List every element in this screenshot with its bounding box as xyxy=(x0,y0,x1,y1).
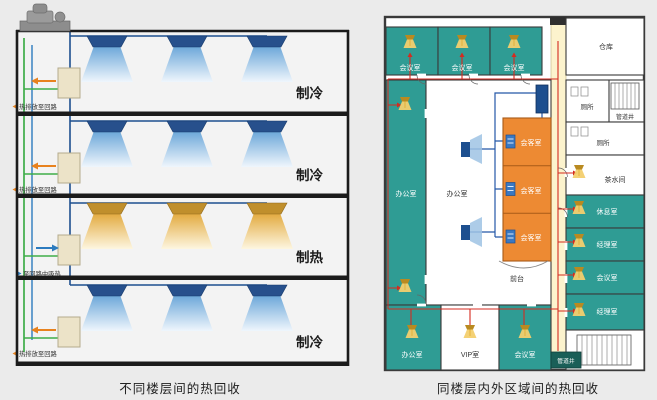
toilet-stall-icons xyxy=(570,86,589,137)
right-diagram-caption: 同楼层内外区域间的热回收 xyxy=(436,382,599,396)
room-labels: 会议室 会议室 会议室 仓库 管道井 厕所 厕所 茶水间 休息室 经理室 会议室… xyxy=(396,42,635,365)
room-label: 办公室 xyxy=(396,189,417,198)
loop-label: 热排放至回路 xyxy=(19,102,57,111)
staircase-icon xyxy=(576,334,632,366)
floor-mode-label: 制热 xyxy=(296,249,323,265)
ceiling-cassette-icon xyxy=(461,217,482,247)
inner-zone-reception xyxy=(502,117,552,262)
outdoor-unit-icon xyxy=(19,3,71,32)
room-label: 茶水间 xyxy=(605,175,626,184)
room-label: 经理室 xyxy=(597,307,618,316)
heat-absorb-arrow-icon xyxy=(52,244,59,252)
heat-exchange-unit xyxy=(57,67,81,99)
zone-heat-recovery-floorplan: 会议室 会议室 会议室 仓库 管道井 厕所 厕所 茶水间 休息室 经理室 会议室… xyxy=(383,15,646,372)
interfloor-heat-recovery-diagram: 热排放至回路 制冷 热排放至回路 制冷 xyxy=(12,3,350,366)
room-label: 厕所 xyxy=(597,138,611,147)
room-label: 仓库 xyxy=(599,42,613,51)
indoor-unit-icon xyxy=(505,229,516,244)
room-warehouse xyxy=(565,17,645,76)
heat-reject-arrow-icon xyxy=(31,162,38,170)
heat-exchange-unit xyxy=(57,234,81,266)
floor-mode-label: 制冷 xyxy=(296,167,323,183)
indoor-unit-icon xyxy=(505,134,516,149)
room-label: 会议室 xyxy=(400,63,421,72)
room-label: VIP室 xyxy=(461,350,479,359)
room-label: 会客室 xyxy=(521,186,542,195)
room-label: 办公室 xyxy=(402,350,423,359)
heat-exchange-unit xyxy=(57,316,81,348)
room-label: 会议室 xyxy=(515,350,536,359)
room-label: 会议室 xyxy=(452,63,473,72)
shaft-block xyxy=(550,17,567,25)
room-label: 前台 xyxy=(510,274,524,283)
floor-mode-label: 制冷 xyxy=(296,85,323,101)
left-diagram-caption: 不同楼层间的热回收 xyxy=(119,382,241,396)
room-label: 管道井 xyxy=(616,113,634,121)
heat-reject-arrow-icon xyxy=(31,326,38,334)
room-label: 厕所 xyxy=(581,102,595,111)
loop-label: 至回路中吸热 xyxy=(23,269,61,278)
room-label: 休息室 xyxy=(597,207,618,216)
indoor-unit-icon xyxy=(505,182,516,196)
ceiling-cassette-icon xyxy=(461,134,482,164)
heat-reject-arrow-icon xyxy=(31,77,38,85)
front-desk-counter xyxy=(498,260,549,269)
door-swing-arcs xyxy=(416,74,568,305)
room-label: 会客室 xyxy=(521,233,542,242)
floor-3: 至回路中吸热 制热 xyxy=(17,202,323,278)
room-label: 会客室 xyxy=(521,138,542,147)
floor-4: 热排放至回路 制冷 xyxy=(12,284,323,358)
floor-2: 热排放至回路 制冷 xyxy=(12,120,323,194)
room-toilet-2 xyxy=(565,121,645,156)
room-label: 会议室 xyxy=(597,273,618,282)
room-label: 会议室 xyxy=(504,63,525,72)
loop-label: 热排放至回路 xyxy=(19,349,57,358)
water-loop-pipe-red xyxy=(387,41,573,351)
loop-label: 热排放至回路 xyxy=(19,185,57,194)
room-label: 经理室 xyxy=(597,240,618,249)
building-structure xyxy=(15,29,350,366)
room-label: 管道井 xyxy=(557,357,575,365)
floor-mode-label: 制冷 xyxy=(296,334,323,350)
heat-exchange-unit xyxy=(57,152,81,184)
room-label: 办公室 xyxy=(447,189,468,198)
heat-recovery-unit-icon xyxy=(535,84,549,114)
room-pipe-shaft-bottom xyxy=(550,351,582,369)
pipe-shaft-hatch-icon xyxy=(610,82,640,110)
